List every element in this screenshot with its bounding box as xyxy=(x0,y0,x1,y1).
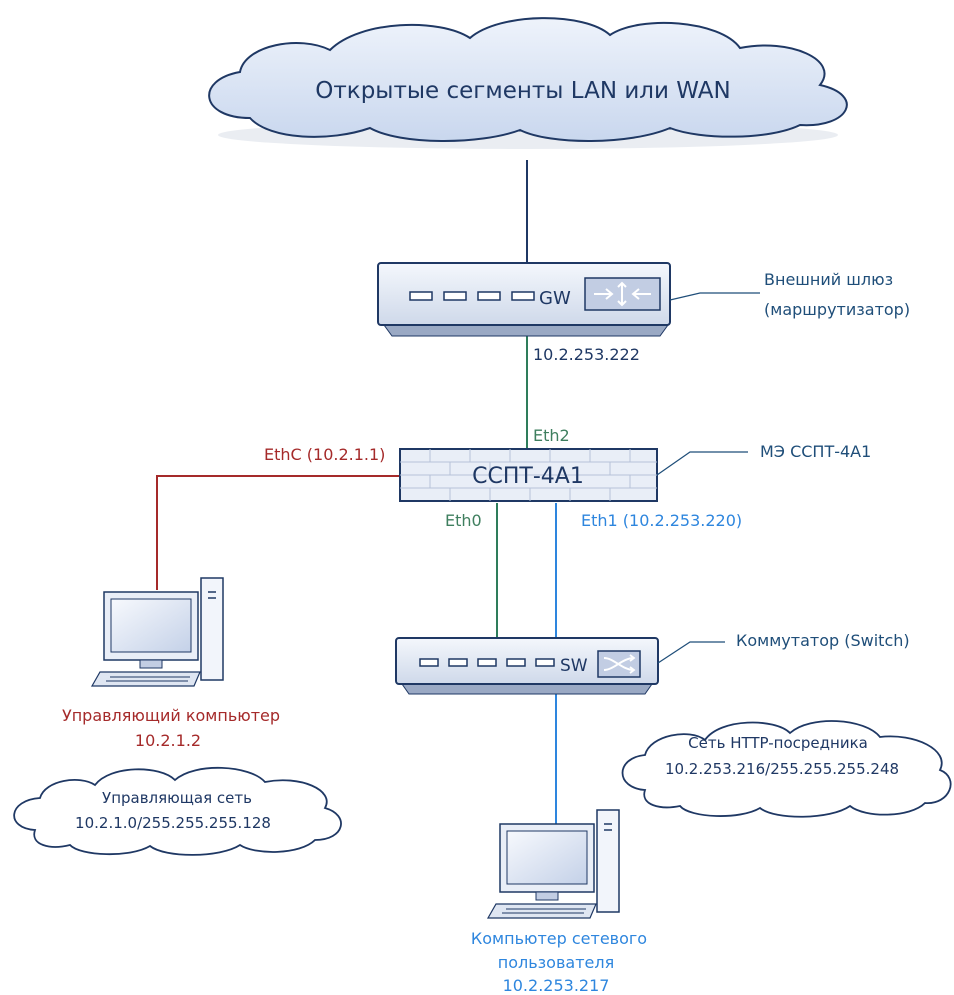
mgmt-net-label-line2: 10.2.1.0/255.255.255.128 xyxy=(75,814,271,832)
mgmt-pc-label-line2: 10.2.1.2 xyxy=(135,731,201,750)
gateway-device: GW xyxy=(377,262,671,337)
switch-ports xyxy=(419,658,555,667)
links xyxy=(156,160,557,830)
switch-description: Коммутатор (Switch) xyxy=(736,631,910,650)
firewall-ethc-label: EthC (10.2.1.1) xyxy=(264,445,385,464)
mgmt-net-label-line1: Управляющая сеть xyxy=(102,789,252,807)
gateway-description-line2: (маршрутизатор) xyxy=(764,300,910,319)
gateway-callout-line xyxy=(669,292,760,301)
firewall-brick-pattern xyxy=(400,449,657,501)
switch-callout-line xyxy=(657,641,725,664)
mgmt-pc-icon xyxy=(90,577,224,687)
firewall-device: ССПТ-4А1 xyxy=(399,448,658,502)
firewall-description: МЭ ССПТ-4А1 xyxy=(760,442,871,461)
link-firewall-mgmt-pc xyxy=(156,475,400,590)
firewall-device-label: ССПТ-4А1 xyxy=(472,464,584,489)
wan-cloud: Открытые сегменты LAN или WAN xyxy=(208,17,848,149)
proxy-net-cloud: Сеть HTTP-посредника 10.2.253.216/255.25… xyxy=(621,720,952,818)
user-pc-label-line1: Компьютер сетевого xyxy=(471,929,647,948)
user-pc-label-line2: пользователя xyxy=(498,953,614,972)
router-icon xyxy=(584,277,661,311)
user-pc-label-line3: 10.2.253.217 xyxy=(503,976,610,995)
firewall-eth1-label: Eth1 (10.2.253.220) xyxy=(581,511,742,530)
firewall-eth2-label: Eth2 xyxy=(533,426,570,445)
mgmt-net-cloud: Управляющая сеть 10.2.1.0/255.255.255.12… xyxy=(13,766,342,856)
switch-device: SW xyxy=(395,637,659,695)
proxy-net-label-line1: Сеть HTTP-посредника xyxy=(688,734,868,752)
mgmt-pc-label-line1: Управляющий компьютер xyxy=(62,706,280,725)
gateway-description-line1: Внешний шлюз xyxy=(764,270,893,289)
user-pc-icon xyxy=(486,809,620,919)
proxy-net-label-line2: 10.2.253.216/255.255.255.248 xyxy=(665,760,899,778)
wan-label: Открытые сегменты LAN или WAN xyxy=(315,78,730,104)
gateway-ip: 10.2.253.222 xyxy=(533,345,640,364)
firewall-eth0-label: Eth0 xyxy=(445,511,482,530)
switch-device-label: SW xyxy=(560,656,588,676)
switch-icon xyxy=(597,650,641,678)
gateway-device-label: GW xyxy=(539,288,571,309)
gateway-ports xyxy=(409,291,535,301)
firewall-callout-line xyxy=(656,451,748,476)
